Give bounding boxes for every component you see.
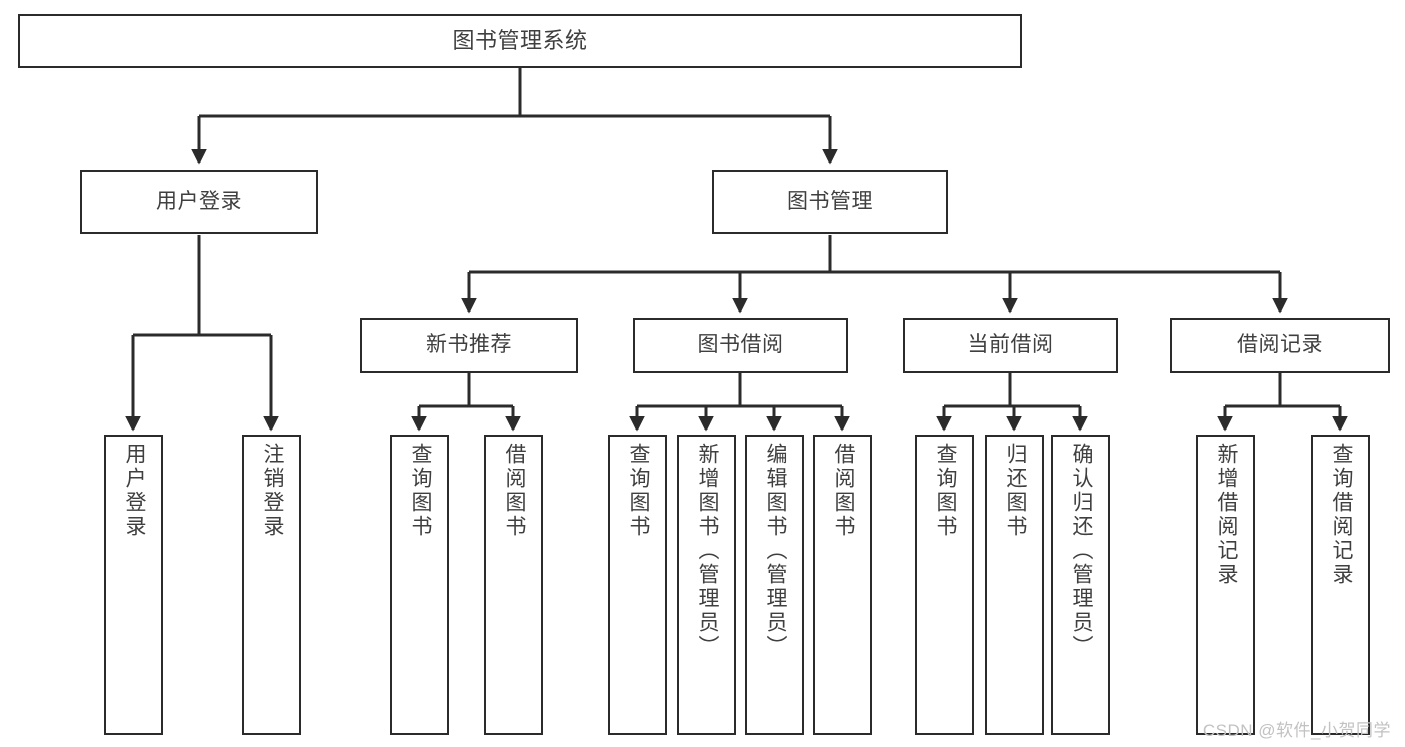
node-leaf-query-book-3-label: 查询图书 xyxy=(933,443,957,539)
node-leaf-add-book-label: 新增图书（管理员） xyxy=(695,443,719,659)
node-leaf-logout[interactable]: 注销登录 xyxy=(242,435,301,735)
node-leaf-query-book-1-label: 查询图书 xyxy=(408,443,432,539)
node-leaf-confirm-return[interactable]: 确认归还（管理员） xyxy=(1051,435,1110,735)
node-leaf-return-book-label: 归还图书 xyxy=(1003,443,1027,539)
node-leaf-borrow-book-2[interactable]: 借阅图书 xyxy=(813,435,872,735)
node-leaf-query-record-label: 查询借阅记录 xyxy=(1329,443,1353,587)
node-book-borrow[interactable]: 图书借阅 xyxy=(633,318,848,373)
node-leaf-query-book-3[interactable]: 查询图书 xyxy=(915,435,974,735)
node-leaf-borrow-book-2-label: 借阅图书 xyxy=(831,443,855,539)
node-user-login-label: 用户登录 xyxy=(156,189,242,213)
node-current-borrow[interactable]: 当前借阅 xyxy=(903,318,1118,373)
node-leaf-query-book-2-label: 查询图书 xyxy=(626,443,650,539)
node-book-manage-label: 图书管理 xyxy=(787,189,873,213)
node-leaf-edit-book-label: 编辑图书（管理员） xyxy=(763,443,787,659)
csdn-watermark: CSDN @软件_小贺同学 xyxy=(1202,721,1391,740)
node-leaf-borrow-book-1[interactable]: 借阅图书 xyxy=(484,435,543,735)
node-leaf-query-record[interactable]: 查询借阅记录 xyxy=(1311,435,1370,735)
node-leaf-user-login[interactable]: 用户登录 xyxy=(104,435,163,735)
node-new-book-rec-label: 新书推荐 xyxy=(426,333,512,357)
node-leaf-return-book[interactable]: 归还图书 xyxy=(985,435,1044,735)
node-new-book-rec[interactable]: 新书推荐 xyxy=(360,318,578,373)
node-root[interactable]: 图书管理系统 xyxy=(18,14,1022,68)
node-borrow-record[interactable]: 借阅记录 xyxy=(1170,318,1390,373)
node-leaf-query-book-2[interactable]: 查询图书 xyxy=(608,435,667,735)
node-leaf-user-login-label: 用户登录 xyxy=(122,443,146,539)
node-root-label: 图书管理系统 xyxy=(452,28,588,54)
node-leaf-add-record[interactable]: 新增借阅记录 xyxy=(1196,435,1255,735)
node-user-login[interactable]: 用户登录 xyxy=(80,170,318,234)
node-book-borrow-label: 图书借阅 xyxy=(697,333,784,357)
node-book-manage[interactable]: 图书管理 xyxy=(712,170,948,234)
node-leaf-borrow-book-1-label: 借阅图书 xyxy=(502,443,526,539)
node-leaf-logout-label: 注销登录 xyxy=(260,443,284,539)
node-current-borrow-label: 当前借阅 xyxy=(967,333,1054,357)
node-leaf-confirm-return-label: 确认归还（管理员） xyxy=(1069,443,1093,659)
node-borrow-record-label: 借阅记录 xyxy=(1237,333,1323,357)
node-leaf-edit-book[interactable]: 编辑图书（管理员） xyxy=(745,435,804,735)
node-leaf-add-book[interactable]: 新增图书（管理员） xyxy=(677,435,736,735)
node-leaf-add-record-label: 新增借阅记录 xyxy=(1214,443,1238,587)
node-leaf-query-book-1[interactable]: 查询图书 xyxy=(390,435,449,735)
